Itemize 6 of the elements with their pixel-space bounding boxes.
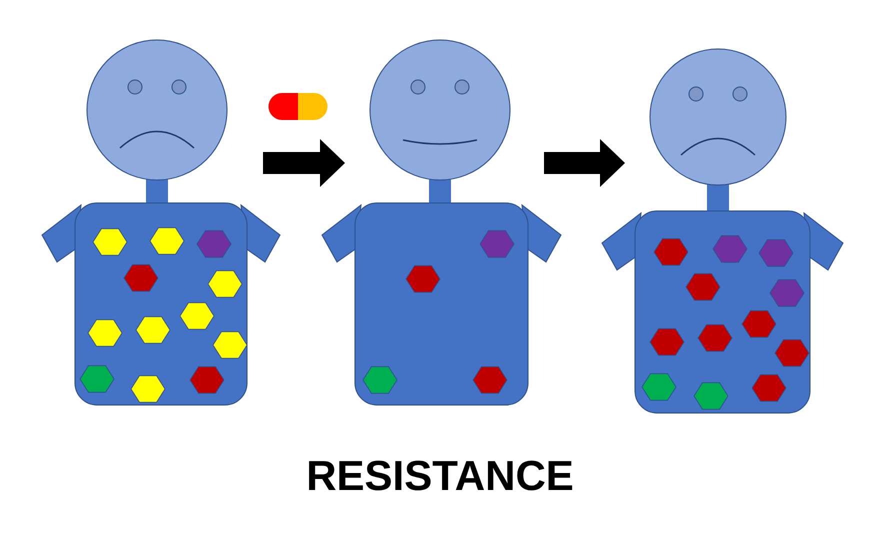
arrow bbox=[263, 139, 345, 187]
diagram-title: RESISTANCE bbox=[305, 452, 575, 500]
arrow bbox=[544, 139, 625, 187]
person-drawing bbox=[41, 39, 281, 406]
person-drawing bbox=[601, 48, 844, 414]
person-drawing bbox=[321, 39, 562, 406]
